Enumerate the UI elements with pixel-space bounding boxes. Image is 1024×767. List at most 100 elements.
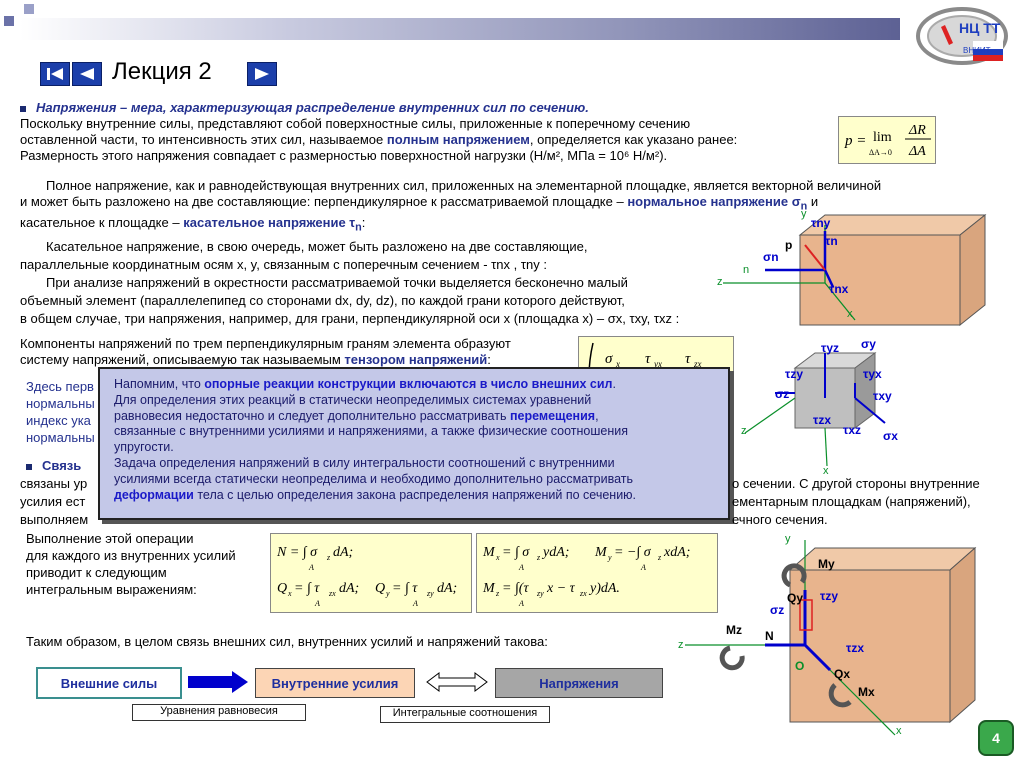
svg-text:dA;: dA; xyxy=(339,581,359,596)
label-sz-b: σz xyxy=(770,603,784,617)
label-Mx: Mx xyxy=(858,685,875,699)
p3-line3: При анализе напряжений в окрестности рас… xyxy=(46,275,628,290)
axis-y-bottom: y xyxy=(785,533,791,545)
svg-text:dA;: dA; xyxy=(333,545,353,560)
svg-text:ydA;: ydA; xyxy=(541,545,569,560)
svg-text:x: x xyxy=(615,359,620,369)
axis-z-bottom: z xyxy=(678,639,684,651)
p5-m4: интегральным выражениям: xyxy=(26,582,197,597)
svg-text:z: z xyxy=(536,553,541,562)
logo: НЦ ТТ ВНИИТ xyxy=(915,5,1010,67)
p5-l2r: ементарным площадкам (напряжений), xyxy=(732,494,971,509)
svg-text:N = ∫ σ: N = ∫ σ xyxy=(276,545,318,560)
p4-hidden1: Здесь перв xyxy=(26,379,94,394)
diagram-stress-on-face: y τny p τn σn n z τnx x xyxy=(705,205,1005,345)
popup-l8a: деформации xyxy=(114,487,194,502)
p4-hidden2: нормальны xyxy=(26,396,95,411)
shear-stress-term: касательное напряжение τ xyxy=(183,214,356,230)
svg-text:A: A xyxy=(518,599,524,608)
label-sn: σn xyxy=(763,250,779,264)
label-integral: Интегральные соотношения xyxy=(380,706,550,723)
paragraph-stress-tensor: Компоненты напряжений по трем перпендику… xyxy=(20,336,580,368)
svg-text:zx: zx xyxy=(693,359,702,369)
page-title: Лекция 2 xyxy=(112,58,212,85)
popup-l3b: перемещения xyxy=(509,408,596,423)
first-slide-button[interactable] xyxy=(40,62,70,86)
svg-text:Q: Q xyxy=(277,581,287,596)
p4-line1: Компоненты напряжений по трем перпендику… xyxy=(20,336,511,351)
paragraph-shear-decomposition: Касательное напряжение, в свою очередь, … xyxy=(20,238,740,328)
logo-text: НЦ ТТ xyxy=(959,20,1001,36)
svg-text:xdA;: xdA; xyxy=(663,545,690,560)
label-O: O xyxy=(795,659,804,673)
label-N: N xyxy=(765,629,774,643)
popup-l7: усилиями всегда статически неопределима … xyxy=(114,471,634,486)
full-stress-term: полным напряжением xyxy=(386,132,530,147)
axis-y-top: y xyxy=(801,208,807,220)
svg-text:= ∫ τ: = ∫ τ xyxy=(392,581,418,596)
skip-back-icon xyxy=(47,68,63,80)
svg-text:y)dA.: y)dA. xyxy=(588,581,620,596)
label-p: p xyxy=(785,238,792,252)
svg-text:dA;: dA; xyxy=(437,581,457,596)
p5-l2: усилия ест xyxy=(20,494,86,509)
popup-l2: Для определения этих реакций в статическ… xyxy=(114,392,592,407)
label-tzy-b: τzy xyxy=(820,589,838,603)
label-sx: σx xyxy=(883,429,898,443)
svg-text:σ: σ xyxy=(605,351,613,367)
prev-slide-button[interactable] xyxy=(72,62,102,86)
svg-text:yx: yx xyxy=(653,359,662,369)
p5-l3r: ечного сечения. xyxy=(732,512,828,527)
label-tzx: τzx xyxy=(813,413,831,427)
formula-full-stress: p = lim ΔA→0 ΔR ΔA xyxy=(838,116,936,164)
p3-line2: параллельные координатным осям x, y, свя… xyxy=(20,257,547,272)
summary-text: Таким образом, в целом связь внешних сил… xyxy=(26,634,548,649)
label-tyx: τyx xyxy=(863,367,882,381)
p4-hidden4: нормальны xyxy=(26,430,95,445)
p5-l1r: о сечении. С другой стороны внутренние xyxy=(732,476,980,491)
svg-text:zy: zy xyxy=(536,589,544,598)
svg-text:y: y xyxy=(385,589,390,598)
svg-text:= −∫ σ: = −∫ σ xyxy=(614,545,652,560)
axis-z-mid: z xyxy=(741,425,747,437)
p2-line2a: и может быть разложено на две составляющ… xyxy=(20,194,628,209)
popup-l4: связанные с внутренними усилиями и напря… xyxy=(114,424,629,439)
svg-text:x: x xyxy=(287,589,292,598)
arrow-right-icon xyxy=(255,68,269,80)
p2-line2c: и xyxy=(807,194,819,209)
axis-z-top: z xyxy=(717,276,723,288)
flow-box1-label: Внешние силы xyxy=(60,675,158,691)
p2-line3c: : xyxy=(361,214,366,230)
flow-box-external-forces: Внешние силы xyxy=(36,667,182,699)
bullet-icon xyxy=(20,105,26,112)
axis-x-bottom: x xyxy=(896,725,902,737)
flow-arrow-right xyxy=(186,671,250,698)
svg-text:z: z xyxy=(326,553,331,562)
label-tn: τn xyxy=(825,234,838,248)
svg-text:A: A xyxy=(412,599,418,608)
p5-m3: приводит к следующим xyxy=(26,565,167,580)
popup-l1a: Напомним, что xyxy=(114,377,205,391)
flow-box-internal-forces: Внутренние усилия xyxy=(255,668,415,698)
p2-line3a: касательное к площадке – xyxy=(20,214,184,230)
arrow-left-icon xyxy=(80,68,94,80)
svg-text:ΔA→0: ΔA→0 xyxy=(869,148,892,157)
p4-hidden3: индекс ука xyxy=(26,413,91,428)
flow-box2-label: Внутренние усилия xyxy=(271,675,399,691)
paragraph-stress-components: Полное напряжение, как и равнодействующа… xyxy=(20,178,980,235)
p5-m2: для каждого из внутренних усилий xyxy=(26,548,236,563)
svg-text:M: M xyxy=(482,581,496,596)
flow-arrow-double xyxy=(425,671,489,698)
svg-text:= ∫ τ: = ∫ τ xyxy=(294,581,320,596)
relation-partial-left: Связь связаны ур усилия ест выполняем xyxy=(20,457,110,529)
svg-text:M: M xyxy=(482,545,496,560)
popup-note: Напомним, что опорные реакции конструкци… xyxy=(98,367,730,520)
svg-text:y: y xyxy=(607,553,612,562)
next-slide-button[interactable] xyxy=(247,62,277,86)
svg-text:A: A xyxy=(518,563,524,572)
popup-l1b: опорные реакции конструкции включаются в… xyxy=(204,377,613,391)
svg-text:zx: zx xyxy=(579,589,587,598)
popup-l1c: . xyxy=(612,377,616,391)
label-txz: τxz xyxy=(843,423,861,437)
